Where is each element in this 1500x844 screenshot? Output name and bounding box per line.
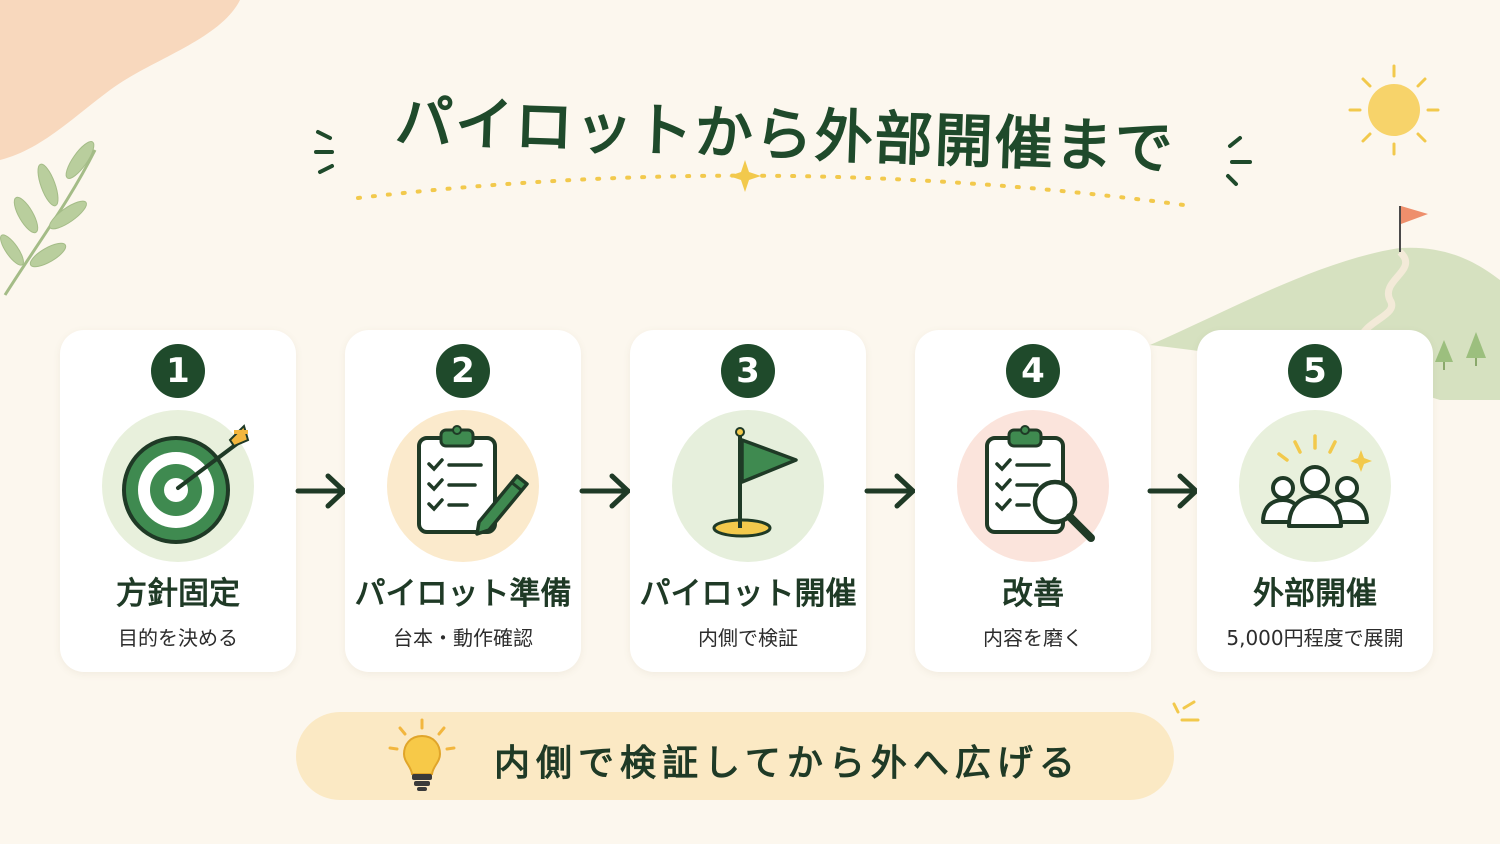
clipboard-pencil-icon	[387, 410, 539, 562]
title-star-icon	[729, 160, 761, 192]
step-card-2: 2 パイロット準備 台本・動作確認	[345, 330, 581, 672]
step-card-1: 1 方針固定 目的を決める	[60, 330, 296, 672]
arrow-right-icon	[1147, 473, 1199, 509]
step-title: パイロット準備	[354, 576, 572, 612]
title-sparkle-marks	[314, 130, 1252, 186]
step-number: 1	[151, 344, 205, 398]
step-subtitle: 目的を決める	[118, 626, 238, 650]
step-card-3: 3 パイロット開催 内側で検証	[630, 330, 866, 672]
step-number: 5	[1288, 344, 1342, 398]
clipboard-magnifier-icon	[957, 410, 1109, 562]
step-subtitle: 台本・動作確認	[393, 626, 533, 650]
banner-text: 内側で検証してから外へ広げる	[494, 743, 1081, 784]
step-number: 2	[436, 344, 490, 398]
people-icon	[1239, 410, 1391, 562]
flag-icon	[672, 410, 824, 562]
sun-icon	[1348, 64, 1440, 156]
step-title: 外部開催	[1253, 576, 1377, 612]
step-card-4: 4 改善 内容を磨く	[915, 330, 1151, 672]
arrow-right-icon	[579, 473, 631, 509]
banner-sparkle-marks	[1172, 700, 1200, 722]
step-subtitle: 5,000円程度で展開	[1226, 626, 1404, 650]
peach-blob	[0, 0, 240, 160]
arrow-right-icon	[864, 473, 916, 509]
step-number: 3	[721, 344, 775, 398]
step-title: パイロット開催	[639, 576, 857, 612]
leaf-branch-icon	[0, 141, 97, 296]
step-card-5: 5 外部開催	[1197, 330, 1433, 672]
target-icon	[102, 410, 254, 562]
step-number: 4	[1006, 344, 1060, 398]
lightbulb-icon	[388, 718, 456, 791]
step-subtitle: 内容を磨く	[983, 626, 1083, 650]
title-dotted-arc	[356, 173, 1186, 207]
step-title: 改善	[1002, 576, 1064, 612]
summary-banner: 内側で検証してから外へ広げる	[296, 700, 1200, 800]
step-title: 方針固定	[116, 576, 240, 612]
step-subtitle: 内側で検証	[698, 626, 798, 650]
arrow-right-icon	[295, 473, 347, 509]
